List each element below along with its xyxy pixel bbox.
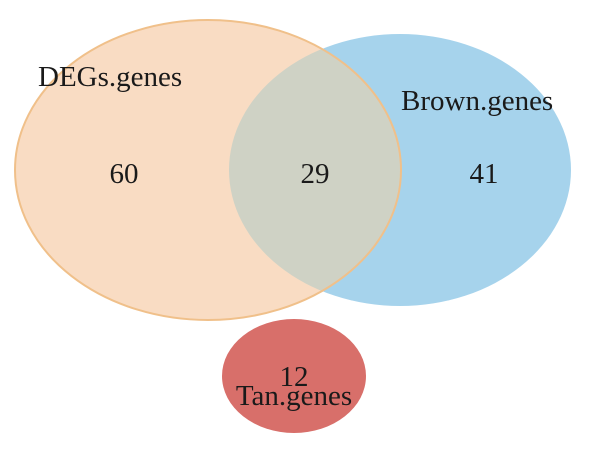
degs-only-count: 60	[110, 158, 139, 190]
brown-only-count: 41	[470, 158, 499, 190]
degs-genes-outline	[14, 19, 402, 321]
degs-brown-overlap-count: 29	[301, 158, 330, 190]
tan-genes-circle	[222, 319, 366, 433]
degs-genes-label: DEGs.genes	[38, 61, 182, 93]
tan-only-count: 12	[280, 361, 309, 393]
tan-genes-label: Tan.genes	[236, 380, 352, 412]
brown-genes-label: Brown.genes	[401, 85, 553, 117]
